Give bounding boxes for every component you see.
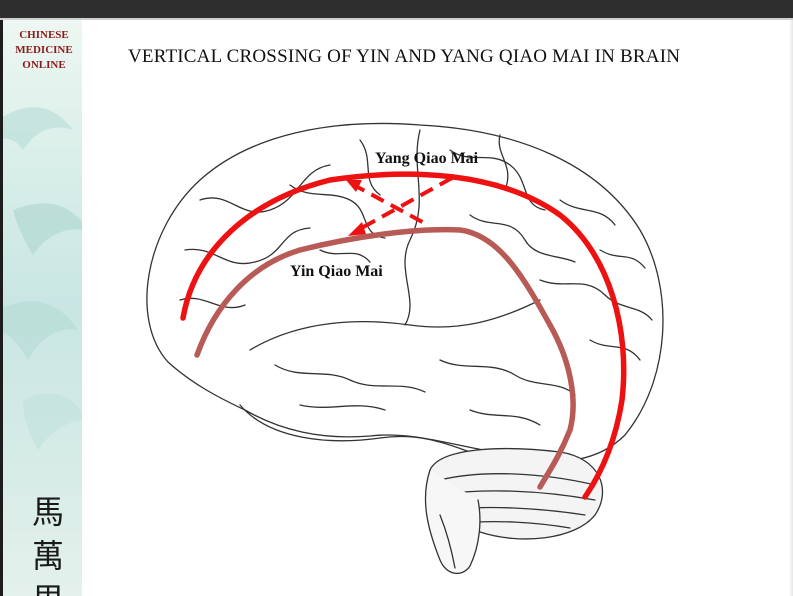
calligraphy-seal: 馬 萬 里: [28, 490, 68, 596]
calligraphy-char-3: 里: [28, 578, 68, 596]
yin-qiao-mai-label: Yin Qiao Mai: [290, 263, 383, 281]
logo-line-2: MEDICINE: [6, 43, 82, 58]
site-logo[interactable]: CHINESE MEDICINE ONLINE: [6, 28, 82, 73]
top-bar: [0, 0, 793, 18]
logo-line-3: ONLINE: [6, 58, 82, 73]
yang-qiao-mai-label: Yang Qiao Mai: [375, 150, 478, 168]
brain-diagram: [82, 20, 793, 596]
calligraphy-char-1: 馬: [28, 490, 68, 534]
calligraphy-char-2: 萬: [28, 534, 68, 578]
brain-illustration: [147, 123, 663, 573]
floral-decoration: [3, 80, 82, 500]
logo-line-1: CHINESE: [6, 28, 82, 43]
sidebar: CHINESE MEDICINE ONLINE 馬 萬 里: [0, 20, 82, 596]
